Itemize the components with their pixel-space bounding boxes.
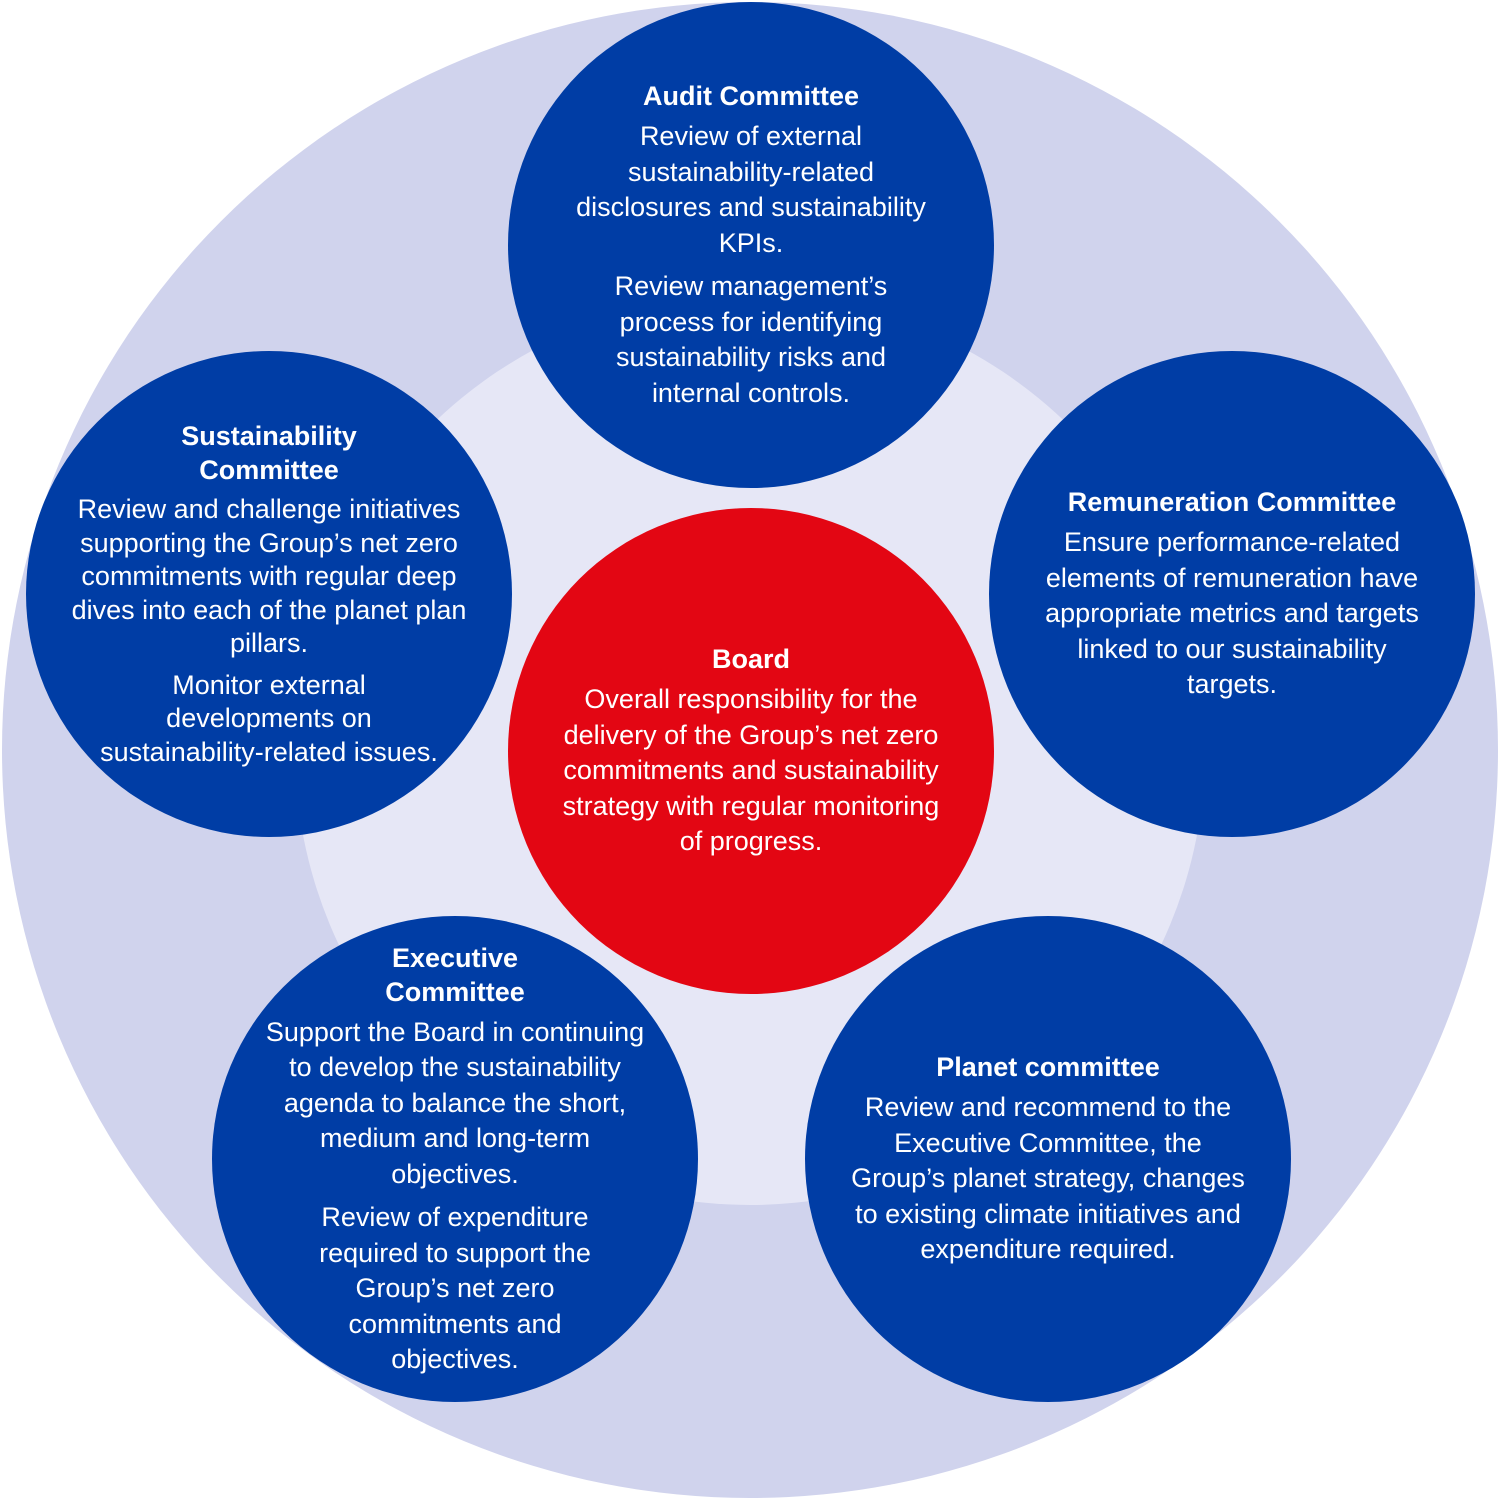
sustainability-committee-title: Sustainability Committee <box>181 421 357 485</box>
sustainability-committee-text-2: Monitor external developments on sustain… <box>100 669 438 767</box>
planet-committee-circle: Planet committee Review and recommend to… <box>805 916 1291 1402</box>
remuneration-committee-title: Remuneration Committee <box>1067 487 1397 518</box>
board-circle: Board Overall responsibility for the del… <box>508 508 994 994</box>
executive-committee-text-2: Review of expenditure required to suppor… <box>319 1202 591 1374</box>
audit-committee-text-2: Review management’s process for identify… <box>614 271 888 408</box>
planet-committee-text: Review and recommend to the Executive Co… <box>851 1092 1245 1265</box>
executive-committee-circle: Executive Committee Support the Board in… <box>212 916 698 1402</box>
sustainability-committee-text-1: Review and challenge initiatives support… <box>71 494 467 658</box>
board-title: Board <box>711 644 790 675</box>
audit-committee-circle: Audit Committee Review of external susta… <box>508 2 994 488</box>
audit-committee-text-1: Review of external sustainability-relate… <box>576 121 926 258</box>
executive-committee-title: Executive Committee <box>385 942 525 1007</box>
remuneration-committee-text: Ensure performance-related elements of r… <box>1045 527 1419 700</box>
sustainability-committee-circle: Sustainability Committee Review and chal… <box>26 351 512 837</box>
audit-committee-title: Audit Committee <box>643 81 859 111</box>
remuneration-committee-circle: Remuneration Committee Ensure performanc… <box>989 351 1475 837</box>
planet-committee-title: Planet committee <box>936 1052 1160 1083</box>
board-text: Overall responsibility for the delivery … <box>562 684 940 857</box>
executive-committee-text-1: Support the Board in continuing to devel… <box>265 1016 645 1189</box>
